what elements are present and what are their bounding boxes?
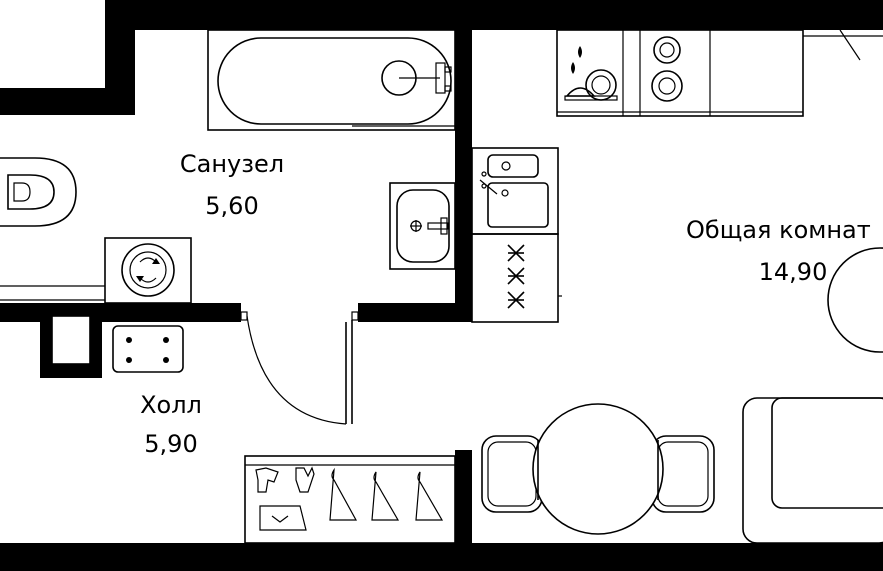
dining-table bbox=[481, 403, 715, 535]
bathroom-area: 5,60 bbox=[205, 192, 258, 220]
bathroom-name: Санузел bbox=[180, 150, 284, 178]
wall-bottom bbox=[0, 543, 883, 571]
hall-area: 5,90 bbox=[144, 430, 197, 458]
room-label-hall: Холл 5,90 bbox=[140, 391, 202, 458]
bathroom-door bbox=[240, 311, 359, 425]
washing-machine bbox=[0, 237, 192, 304]
wall-bathroom-bottom-left bbox=[0, 303, 241, 322]
room-label-living: Общая комнат 14,90 bbox=[686, 216, 871, 286]
toilet bbox=[0, 157, 77, 227]
wall-top-left-horizontal bbox=[0, 88, 135, 115]
hall-cabinet bbox=[112, 325, 184, 373]
hall-pillar-inner bbox=[51, 315, 91, 365]
wall-partition-vertical bbox=[455, 30, 472, 322]
sofa bbox=[742, 397, 883, 544]
kitchen-upper-cabinets bbox=[556, 29, 883, 117]
bathtub bbox=[207, 29, 456, 131]
wall-lower-partition bbox=[455, 450, 472, 571]
round-table-right bbox=[827, 247, 883, 353]
kitchen-sink bbox=[471, 147, 559, 235]
wardrobe bbox=[244, 455, 456, 544]
hall-name: Холл bbox=[140, 391, 202, 419]
living-room-area: 14,90 bbox=[759, 258, 828, 286]
room-label-bathroom: Санузел 5,60 bbox=[180, 150, 284, 220]
wall-top bbox=[105, 0, 883, 30]
wall-bathroom-bottom-right bbox=[358, 303, 472, 322]
living-room-name: Общая комнат bbox=[686, 216, 871, 244]
bathroom-sink bbox=[389, 182, 456, 270]
cooktop bbox=[471, 233, 562, 323]
